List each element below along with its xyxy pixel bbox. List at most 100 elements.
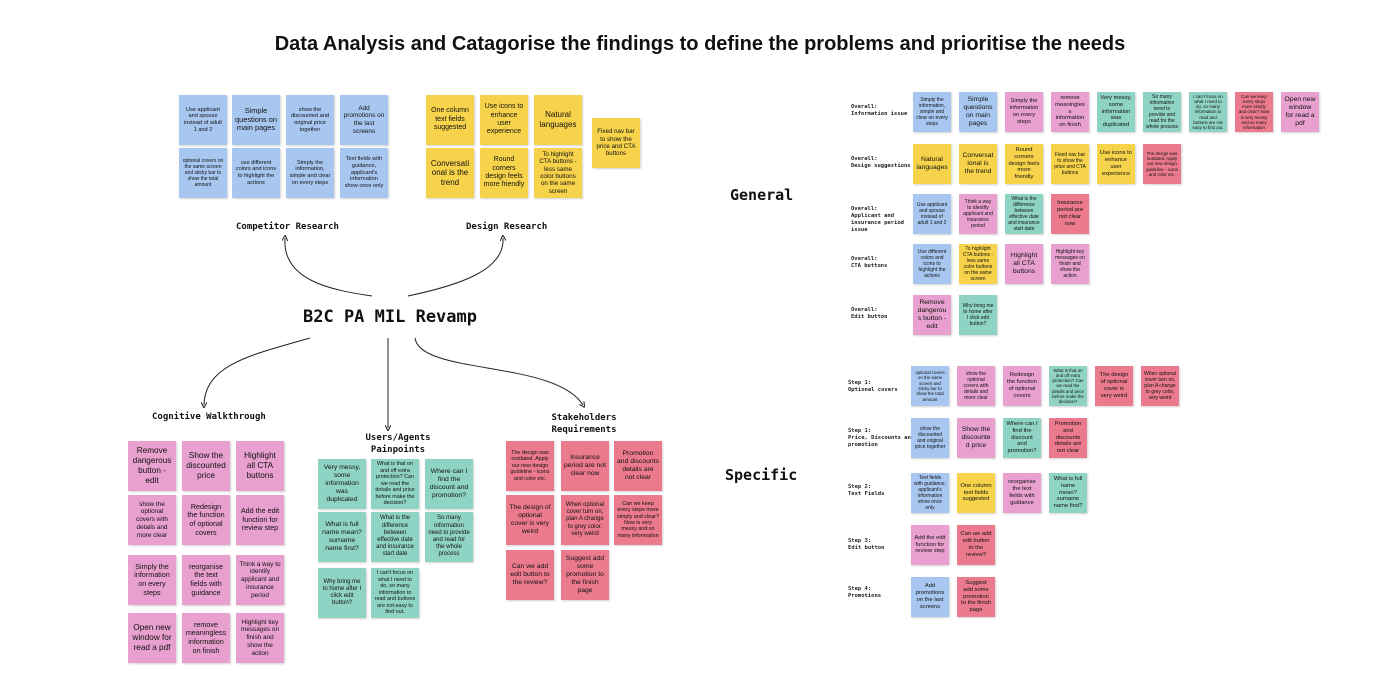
sticky-note: Insurance period are not clear now xyxy=(561,441,609,491)
sticky-note: So many information need to provide and … xyxy=(1143,92,1181,132)
sticky-note: Simple questions on main pages xyxy=(232,95,280,145)
sticky-note: show the optional covers with details an… xyxy=(957,366,995,406)
competitor-research-label: Competitor Research xyxy=(236,222,339,232)
sticky-note: show the discounted and original price t… xyxy=(286,95,334,145)
sticky-note: The design was outdated. Apply our new d… xyxy=(506,441,554,491)
sticky-note: Show the discounted price xyxy=(957,418,995,458)
sticky-note: Add the edit function for review step xyxy=(236,495,284,545)
sticky-note: Think a way to identify applicant and in… xyxy=(236,555,284,605)
sticky-note: Open new window for read a pdf xyxy=(128,613,176,663)
sticky-note: When optional cover turn on, plan A chan… xyxy=(1141,366,1179,406)
sticky-note: Can we keep every steps more simply and … xyxy=(614,495,662,545)
sticky-note: What is the difference between effective… xyxy=(1005,194,1043,234)
sticky-note: Highlight key messages on finish and sho… xyxy=(236,613,284,663)
sticky-note: remove meaningless information on finish xyxy=(1051,92,1089,132)
sticky-note: I can't focus on what I need to do, so m… xyxy=(1189,92,1227,132)
sticky-note: Simply the information on every steps xyxy=(1005,92,1043,132)
sticky-note: Why bring me to home after I click edit … xyxy=(959,295,997,335)
sticky-note: Redesign the function of optional covers xyxy=(1003,366,1041,406)
sticky-note: use different colors and icons to highli… xyxy=(232,148,280,198)
sticky-note: What is full name mean? surname name fir… xyxy=(318,512,366,562)
sticky-note: What is that on and off extra protection… xyxy=(1049,366,1087,406)
sticky-note: Where can I find the discount and promot… xyxy=(1003,418,1041,458)
sticky-note: Fixed nav bar to show the price and CTA … xyxy=(1051,144,1089,184)
sticky-note: Can we add edit button to the review? xyxy=(957,525,995,565)
general-section-label: General xyxy=(730,186,794,204)
sticky-note: Promotion and discounts details are not … xyxy=(1049,418,1087,458)
sticky-note: To highlight CTA buttons -less same colo… xyxy=(959,244,997,284)
sticky-note: remove meaningless information on finish xyxy=(182,613,230,663)
sticky-note: So many information need to provide and … xyxy=(425,512,473,562)
category-row-label: Overall: CTA buttons xyxy=(851,256,888,269)
stakeholders-label: Stakeholders Requirements xyxy=(551,413,617,435)
project-title: B2C PA MIL Revamp xyxy=(303,307,477,327)
sticky-note: Natural languages xyxy=(913,144,951,184)
sticky-note: What is the difference between effective… xyxy=(371,512,419,562)
sticky-note: Remove dangerous button - edit xyxy=(913,295,951,335)
sticky-note: Text fields with guidance, applicant's i… xyxy=(340,148,388,198)
category-row-label: Overall: Applicant and insurance period … xyxy=(851,206,904,233)
sticky-note: Very messy, some information was duplica… xyxy=(1097,92,1135,132)
arrow-to-competitor xyxy=(285,238,373,297)
sticky-note: Highlight all CTA buttons xyxy=(236,441,284,491)
sticky-note: When optional cover turn on, plan A chan… xyxy=(561,495,609,545)
category-row-label: Step 4: Promotions xyxy=(848,586,882,599)
sticky-note: Use applicant and spouse instead of adul… xyxy=(913,194,951,234)
sticky-note: The design of optional cover is very wei… xyxy=(1095,366,1133,406)
sticky-note: The design was outdated. Apply our new d… xyxy=(1143,144,1181,184)
sticky-note: Redesign the function of optional covers xyxy=(182,495,230,545)
sticky-note: To highlight CTA buttons -less same colo… xyxy=(534,148,582,198)
category-row-label: Overall: Edit button xyxy=(851,307,888,320)
sticky-note: Why bring me to home after I click edit … xyxy=(318,568,366,618)
sticky-note: Simply the information, simple and clear… xyxy=(913,92,951,132)
sticky-note: Conversational is the trend xyxy=(426,148,474,198)
sticky-note: Very messy, some information was duplica… xyxy=(318,459,366,509)
sticky-note: What is full name mean? surname name fir… xyxy=(1049,473,1087,513)
sticky-note: One column text fields suggested xyxy=(957,473,995,513)
sticky-note: Simply the information, simple and clear… xyxy=(286,148,334,198)
sticky-note: Simple questions on main pages xyxy=(959,92,997,132)
design-research-label: Design Research xyxy=(466,222,548,232)
sticky-note: Show the discounted price xyxy=(182,441,230,491)
sticky-note: optional covers on the same screen and s… xyxy=(911,366,949,406)
sticky-note: Add promotions on the last screens xyxy=(340,95,388,145)
sticky-note: Suggest add some promotion to the finish… xyxy=(561,550,609,600)
users-painpoints-label: Users/Agents Painpoints xyxy=(365,433,431,455)
sticky-note: What is that on and off extra protection… xyxy=(371,459,419,509)
sticky-note: show the optional covers with details an… xyxy=(128,495,176,545)
sticky-note: Highlight all CTA buttons xyxy=(1005,244,1043,284)
arrow-to-design xyxy=(407,238,503,297)
sticky-note: Promotion and discounts details are not … xyxy=(614,441,662,491)
sticky-note: show the discounted and original price t… xyxy=(911,418,949,458)
sticky-note: Use icons to enhance user experience xyxy=(1097,144,1135,184)
category-row-label: Step 3: Edit button xyxy=(848,538,885,551)
sticky-note: One column text fields suggested xyxy=(426,95,474,145)
category-row-label: Overall: Design suggestions xyxy=(851,156,911,169)
category-row-label: Overall: Information issue xyxy=(851,104,908,117)
sticky-note: Use applicant and spouse instead of adul… xyxy=(179,95,227,145)
sticky-note: Think a way to identify applicant and in… xyxy=(959,194,997,234)
sticky-note: Where can I find the discount and promot… xyxy=(425,459,473,509)
arrow-to-cognitive xyxy=(204,337,311,405)
cognitive-walkthrough-label: Cognitive Walkthrough xyxy=(152,412,266,422)
category-row-label: Step 1: Price, Discounts and promotion xyxy=(848,428,915,448)
sticky-note: optional covers on the same screen and s… xyxy=(179,148,227,198)
sticky-note: reorganise the text fields with guidance xyxy=(182,555,230,605)
sticky-note: I can't focus on what I need to do, so m… xyxy=(371,568,419,618)
sticky-note: Add the edit function for review step xyxy=(911,525,949,565)
category-row-label: Step 1: Optional covers xyxy=(848,380,898,393)
sticky-note: Can we keep every steps more simply and … xyxy=(1235,92,1273,132)
sticky-note: Remove dangerous button - edit xyxy=(128,441,176,491)
sticky-note: Round corners design feels more friendly xyxy=(480,148,528,198)
sticky-note: reorganise the text fields with guidance xyxy=(1003,473,1041,513)
sticky-note: Insurance period are not clear now xyxy=(1051,194,1089,234)
sticky-note: Use icons to enhance user experience xyxy=(480,95,528,145)
sticky-note: Simply the information on every steps xyxy=(128,555,176,605)
sticky-note: Round corners design feels more friendly xyxy=(1005,144,1043,184)
sticky-note: Conversational is the trend xyxy=(959,144,997,184)
sticky-note: Suggest add some promotion to the finish… xyxy=(957,577,995,617)
sticky-note: Natural languages xyxy=(534,95,582,145)
sticky-note: Can we add edit button to the review? xyxy=(506,550,554,600)
sticky-note: The design of optional cover is very wei… xyxy=(506,495,554,545)
